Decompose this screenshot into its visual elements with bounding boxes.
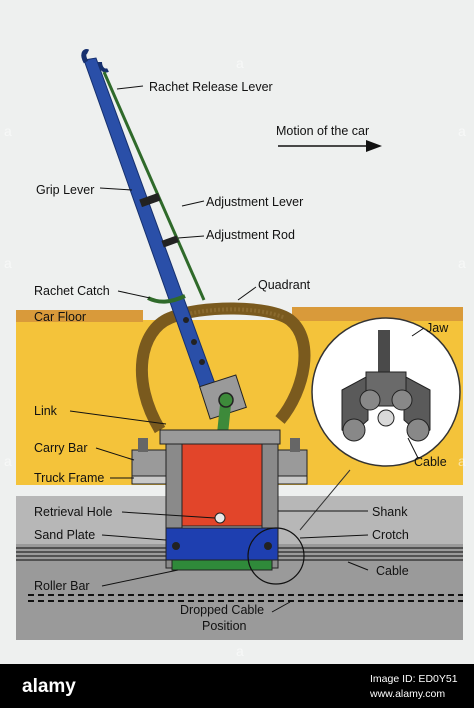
leader-retrieval-hole xyxy=(121,511,216,519)
label-dropped-cable-2: Position xyxy=(202,619,247,633)
leader-cable-inset xyxy=(407,437,419,459)
retrieval-hole xyxy=(214,512,226,524)
link-pin-top xyxy=(218,392,234,408)
watermark-a-7: a xyxy=(458,453,466,469)
inset-connector xyxy=(299,469,351,531)
leader-quadrant xyxy=(237,286,257,301)
watermark-a-5: a xyxy=(458,255,466,271)
leader-carry-bar xyxy=(95,447,135,461)
label-shank: Shank xyxy=(372,505,408,519)
label-retrieval-hole: Retrieval Hole xyxy=(34,505,113,519)
adjustment-clamp xyxy=(139,192,161,208)
label-dropped-cable-1: Dropped Cable xyxy=(180,603,264,617)
leader-rachet-catch xyxy=(117,290,151,299)
inset-roller-right-lower xyxy=(406,418,430,442)
frame-post-left xyxy=(138,438,148,452)
leader-link xyxy=(69,410,167,425)
label-motion-of-car: Motion of the car xyxy=(276,124,369,138)
label-rachet-release-lever: Rachet Release Lever xyxy=(149,80,273,94)
footer-bar xyxy=(0,664,474,708)
adjustment-clamp-2 xyxy=(161,235,179,248)
label-truck-frame: Truck Frame xyxy=(34,471,104,485)
sand-plate-bolt-left xyxy=(172,542,180,550)
lever-bolt-2 xyxy=(191,339,197,345)
label-jaw: Jaw xyxy=(426,321,449,335)
inset-roller-right-upper xyxy=(391,389,413,411)
label-quadrant: Quadrant xyxy=(258,278,311,292)
quadrant-arch xyxy=(135,302,311,434)
label-carry-bar: Carry Bar xyxy=(34,441,87,455)
adjustment-rod xyxy=(102,71,206,301)
label-cable-inset: Cable xyxy=(414,455,447,469)
lever-bolt-1 xyxy=(183,317,189,323)
car-floor-band-left xyxy=(16,310,143,322)
inset-cable xyxy=(377,409,395,427)
lever-handle-1 xyxy=(81,49,90,64)
watermark-a-1: a xyxy=(236,55,244,71)
label-rachet-catch: Rachet Catch xyxy=(34,284,110,298)
watermark-a-4: a xyxy=(4,255,12,271)
rachet-catch xyxy=(147,294,186,304)
car-floor-band-right xyxy=(292,307,463,321)
watermark-a-3: a xyxy=(458,123,466,139)
carry-bar xyxy=(159,429,281,445)
arrow-right-icon xyxy=(366,140,382,152)
leader-adjustment-rod xyxy=(177,235,205,239)
watermark-a-2: a xyxy=(4,123,12,139)
label-sand-plate: Sand Plate xyxy=(34,528,95,542)
roller-bar xyxy=(171,559,273,571)
label-cable: Cable xyxy=(376,564,409,578)
leader-grip-lever xyxy=(99,187,133,191)
label-grip-lever: Grip Lever xyxy=(36,183,94,197)
label-car-floor: Car Floor xyxy=(34,310,86,324)
watermark-a-6: a xyxy=(4,453,12,469)
leader-jaw xyxy=(411,327,425,337)
label-adjustment-lever: Adjustment Lever xyxy=(206,195,303,209)
inset-roller-left-lower xyxy=(342,418,366,442)
label-roller-bar: Roller Bar xyxy=(34,579,90,593)
lever-handle-2 xyxy=(98,61,109,73)
crotch-highlight xyxy=(247,527,305,585)
frame-post-right xyxy=(290,438,300,452)
leader-crotch xyxy=(299,534,369,539)
label-crotch: Crotch xyxy=(372,528,409,542)
leader-dropped-cable xyxy=(271,601,291,613)
leader-cable xyxy=(347,561,369,571)
sand-plate-bolt-right xyxy=(264,542,272,550)
label-link: Link xyxy=(34,404,58,418)
leader-roller-bar xyxy=(101,569,179,587)
leader-adjustment-lever xyxy=(181,200,205,207)
footer-image-id: Image ID: ED0Y51 xyxy=(370,673,458,685)
leader-rachet-release xyxy=(116,85,144,90)
lever-bolt-3 xyxy=(199,359,205,365)
leader-sand-plate xyxy=(101,534,167,541)
footer-url: www.alamy.com xyxy=(369,688,445,700)
inset-roller-left-upper xyxy=(359,389,381,411)
label-adjustment-rod: Adjustment Rod xyxy=(206,228,295,242)
watermark-a-8: a xyxy=(236,643,244,659)
footer-logo: alamy xyxy=(22,676,76,697)
